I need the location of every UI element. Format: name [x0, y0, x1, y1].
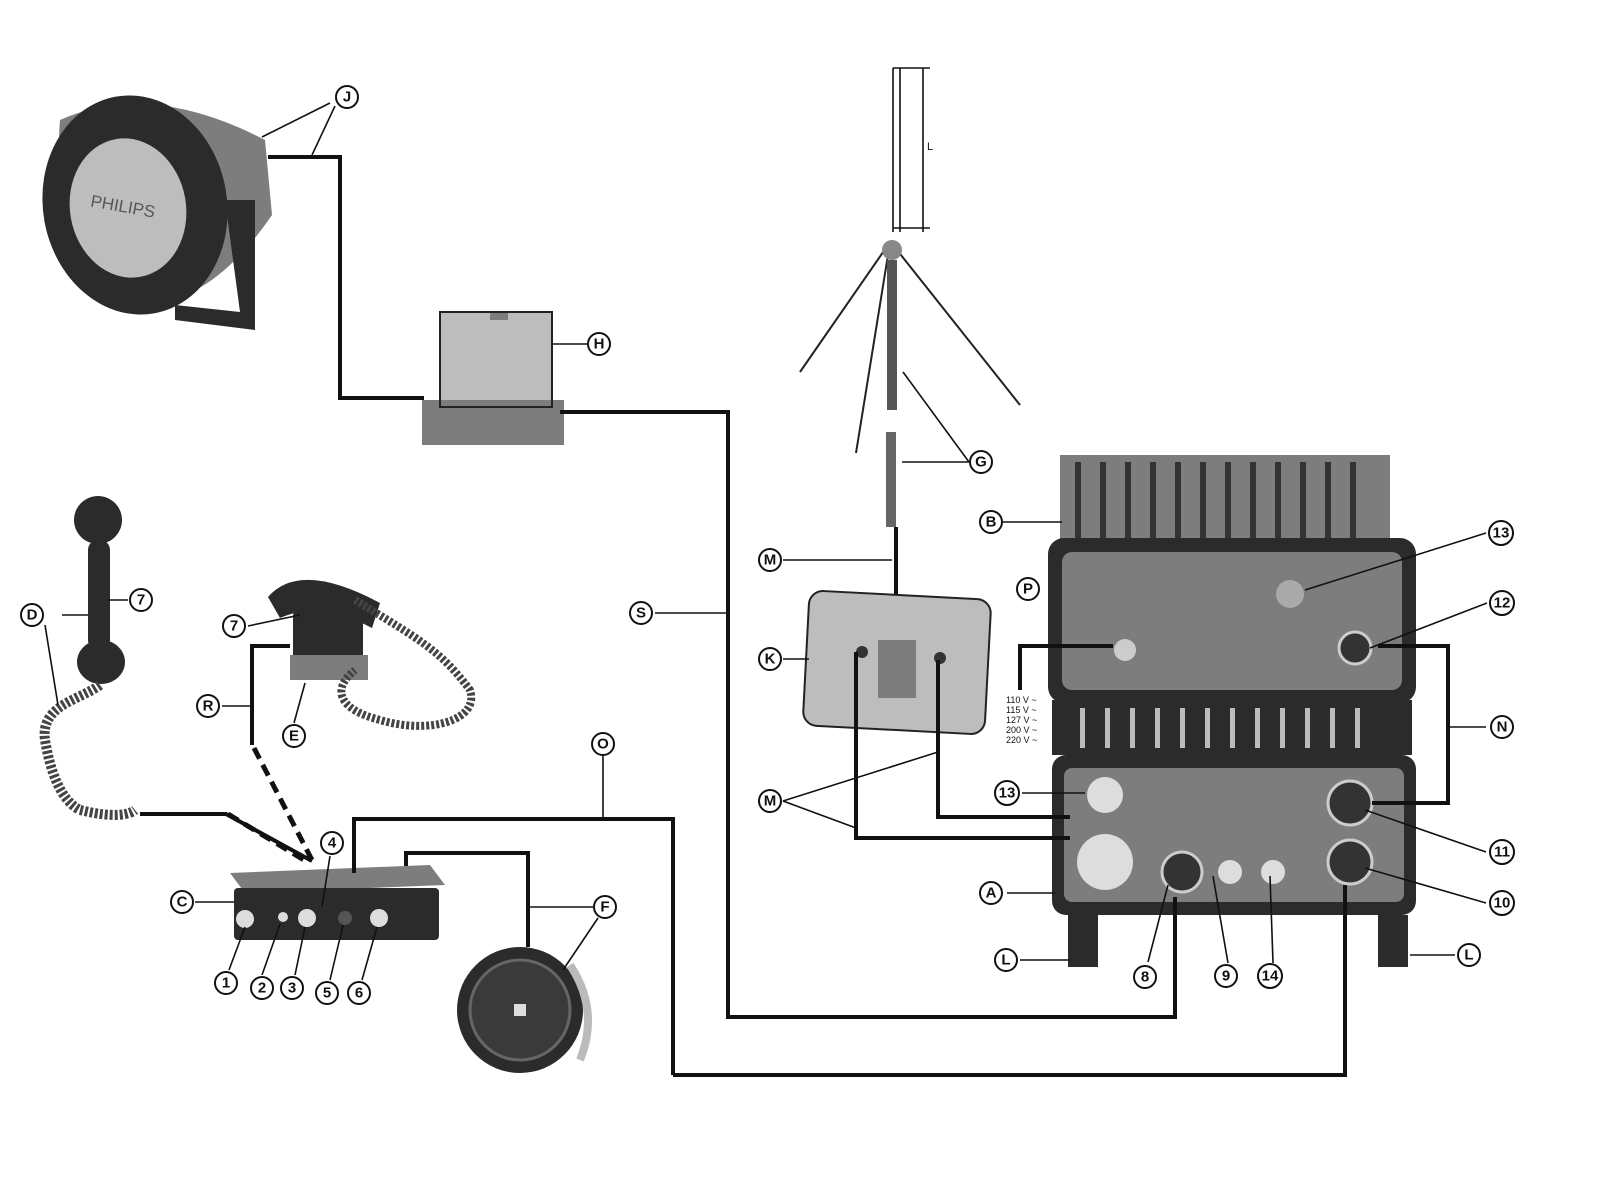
callout-label: J	[343, 89, 351, 106]
callout-label: S	[636, 605, 646, 622]
callout-label: G	[975, 454, 987, 471]
voltage-list: 110 V ~ 115 V ~ 127 V ~ 200 V ~ 220 V ~	[1006, 695, 1037, 745]
voltage-item: 115 V ~	[1006, 705, 1037, 715]
voltage-item: 127 V ~	[1006, 715, 1037, 725]
callout-13-top: 13	[1488, 520, 1514, 546]
callout-4: 4	[320, 831, 344, 855]
callout-label: 6	[355, 985, 363, 1002]
callout-label: P	[1023, 581, 1033, 598]
callout-label: 14	[1262, 968, 1279, 985]
callout-N: N	[1490, 715, 1514, 739]
callout-label: A	[986, 885, 997, 902]
amplifier-unit	[422, 311, 564, 445]
callout-H: H	[587, 332, 611, 356]
callout-L-left: L	[994, 948, 1018, 972]
callout-7-handset: 7	[129, 588, 153, 612]
callout-R: R	[196, 694, 220, 718]
callout-label: 13	[1493, 525, 1510, 542]
junction-box	[802, 590, 992, 735]
callout-label: 7	[230, 618, 238, 635]
callout-label: L	[1464, 947, 1473, 964]
control-unit	[230, 865, 445, 940]
callout-10: 10	[1489, 890, 1515, 916]
callout-label: 13	[999, 785, 1016, 802]
callout-9: 9	[1214, 964, 1238, 988]
callout-J: J	[335, 85, 359, 109]
callout-label: M	[764, 793, 777, 810]
callout-1: 1	[214, 971, 238, 995]
callout-6: 6	[347, 981, 371, 1005]
callout-F: F	[593, 895, 617, 919]
callout-D: D	[20, 603, 44, 627]
callout-M-top: M	[758, 548, 782, 572]
callout-label: 10	[1494, 895, 1511, 912]
voltage-item: 200 V ~	[1006, 725, 1037, 735]
telephone-set	[268, 579, 476, 730]
callout-14: 14	[1257, 963, 1283, 989]
horn-loudspeaker: PHILIPS	[42, 95, 272, 330]
callout-label: D	[27, 607, 38, 624]
wiring	[140, 155, 1450, 1077]
callout-label: H	[594, 336, 605, 353]
callout-label: 2	[258, 980, 266, 997]
handset	[39, 496, 139, 820]
voltage-item: 220 V ~	[1006, 735, 1037, 745]
voltage-item: 110 V ~	[1006, 695, 1037, 705]
callout-K: K	[758, 647, 782, 671]
callout-P: P	[1016, 577, 1040, 601]
callout-2: 2	[250, 976, 274, 1000]
callout-label: 11	[1494, 844, 1510, 861]
round-loudspeaker	[457, 947, 592, 1073]
callout-label: 8	[1141, 969, 1149, 986]
callout-label: 12	[1494, 595, 1511, 612]
callout-C: C	[170, 890, 194, 914]
callout-label: K	[765, 651, 776, 668]
callout-11: 11	[1489, 839, 1515, 865]
callout-label: 1	[222, 975, 230, 992]
callout-3: 3	[280, 976, 304, 1000]
callout-label: F	[600, 899, 609, 916]
callout-E: E	[282, 724, 306, 748]
callout-13-low: 13	[994, 780, 1020, 806]
callout-label: R	[203, 698, 214, 715]
callout-L-right: L	[1457, 943, 1481, 967]
leader-lines	[44, 102, 1488, 981]
callout-label: B	[986, 514, 997, 531]
transceiver-cabinet	[1048, 455, 1416, 967]
callout-label: N	[1497, 719, 1508, 736]
callout-O: O	[591, 732, 615, 756]
callout-label: C	[177, 894, 188, 911]
callout-label: E	[289, 728, 299, 745]
callout-S: S	[629, 601, 653, 625]
ground-plane-antenna: L	[799, 67, 1021, 625]
callout-label: M	[764, 552, 777, 569]
callout-label: 7	[137, 592, 145, 609]
callout-5: 5	[315, 981, 339, 1005]
callout-label: 4	[328, 835, 337, 852]
antenna-length-label: L	[927, 141, 933, 153]
callout-G: G	[969, 450, 993, 474]
callout-M-low: M	[758, 789, 782, 813]
callout-B: B	[979, 510, 1003, 534]
callout-7-telephone: 7	[222, 614, 246, 638]
callout-label: O	[597, 736, 609, 753]
callout-12: 12	[1489, 590, 1515, 616]
callout-label: 5	[323, 985, 331, 1002]
callout-A: A	[979, 881, 1003, 905]
callout-label: L	[1001, 952, 1010, 969]
callout-label: 9	[1222, 968, 1230, 985]
callout-8: 8	[1133, 965, 1157, 989]
callout-label: 3	[288, 980, 296, 997]
